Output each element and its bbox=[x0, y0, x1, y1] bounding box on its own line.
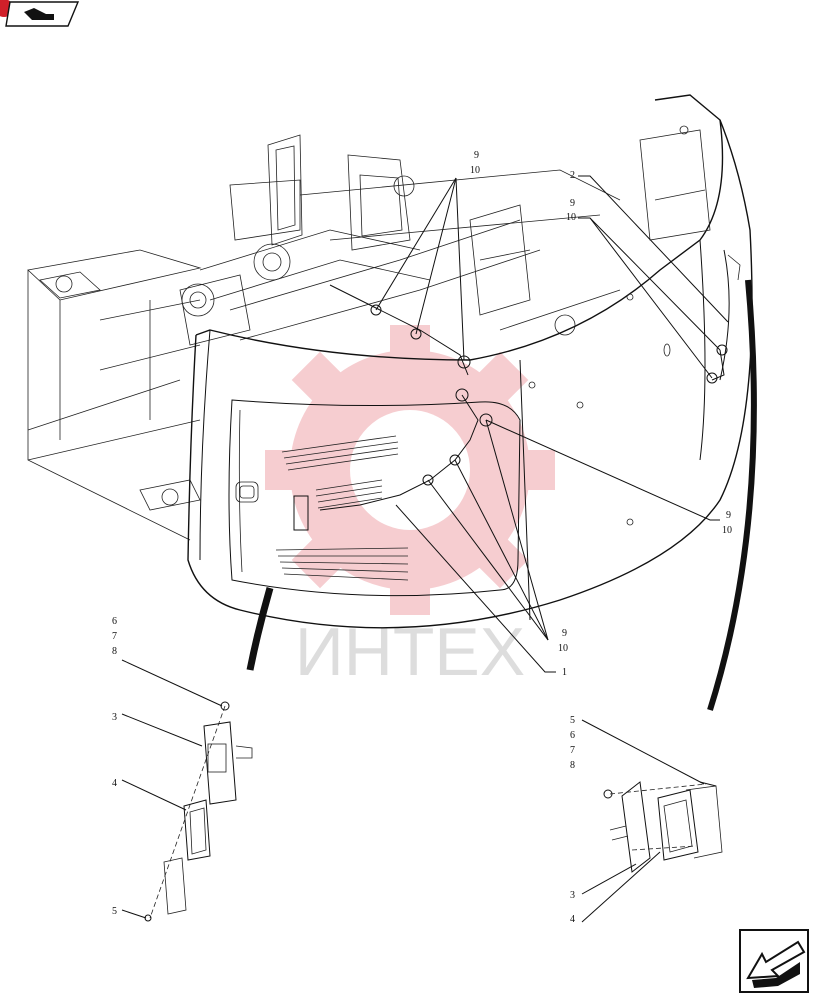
callout-right-7: 7 bbox=[570, 745, 575, 756]
callout-top-9: 9 bbox=[474, 150, 479, 161]
lamp-assembly-right bbox=[603, 781, 723, 873]
next-page-arrow-icon[interactable] bbox=[739, 929, 809, 993]
callout-left-3: 3 bbox=[112, 712, 117, 723]
callout-midright-9: 9 bbox=[726, 510, 731, 521]
callout-right-4: 4 bbox=[570, 914, 575, 925]
callout-bottom-10: 10 bbox=[558, 643, 568, 654]
callout-bottom-9: 9 bbox=[562, 628, 567, 639]
callout-right-5: 5 bbox=[570, 715, 575, 726]
callout-left-7: 7 bbox=[112, 631, 117, 642]
watermark-gear bbox=[265, 325, 555, 615]
callout-right-6: 6 bbox=[570, 730, 575, 741]
callout-left-4: 4 bbox=[112, 778, 117, 789]
callout-right-9: 9 bbox=[570, 198, 575, 209]
callout-left-5: 5 bbox=[112, 906, 117, 917]
callout-left-6: 6 bbox=[112, 616, 117, 627]
callout-right-8: 8 bbox=[570, 760, 575, 771]
callout-right-10: 10 bbox=[566, 212, 576, 223]
callout-right-2: 2 bbox=[570, 170, 575, 181]
callout-right-3: 3 bbox=[570, 890, 575, 901]
callout-bottom-1: 1 bbox=[562, 667, 567, 678]
section-break-right bbox=[707, 279, 757, 711]
wiring-harness bbox=[319, 284, 728, 511]
leader-lines bbox=[121, 175, 729, 923]
section-break-left bbox=[246, 587, 274, 671]
callout-left-8: 8 bbox=[112, 646, 117, 657]
counterweight-body bbox=[187, 94, 753, 629]
upper-frame bbox=[27, 134, 621, 541]
lamp-assembly-left bbox=[144, 701, 253, 922]
callout-midright-10: 10 bbox=[722, 525, 732, 536]
callouts: 9 10 2 9 10 9 10 9 10 1 6 7 8 3 4 5 5 6 … bbox=[112, 150, 732, 925]
callout-top-10: 10 bbox=[470, 165, 480, 176]
book-nav-icon[interactable] bbox=[0, 0, 80, 27]
